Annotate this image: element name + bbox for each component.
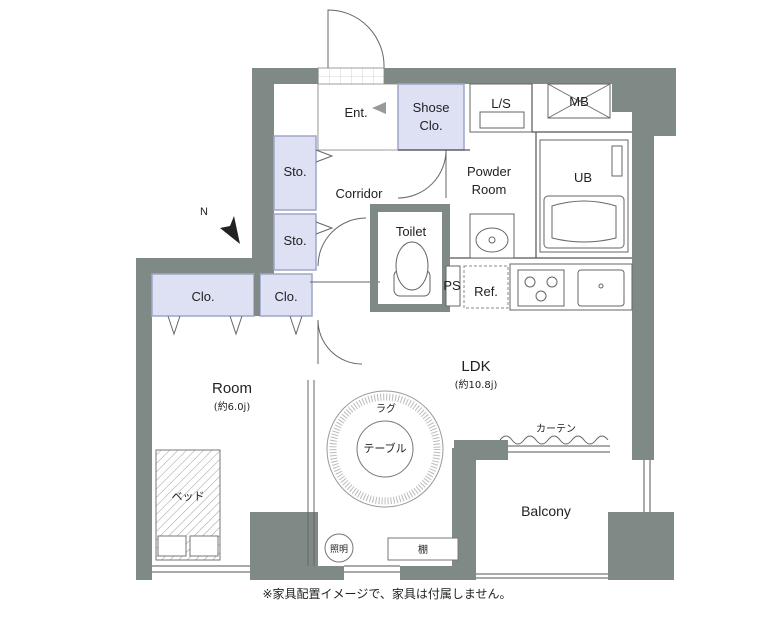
refrigerator bbox=[463, 265, 509, 309]
unit-bath-label: UB bbox=[574, 170, 592, 185]
shoe-closet-label-2: Clo. bbox=[419, 118, 442, 133]
walls bbox=[136, 68, 676, 580]
corridor-label: Corridor bbox=[336, 186, 384, 201]
toilet-room bbox=[370, 204, 450, 312]
closet-1-label: Clo. bbox=[191, 289, 214, 304]
meter-box bbox=[547, 83, 611, 119]
pipe-space-label: PS bbox=[443, 278, 461, 293]
wash-basin bbox=[469, 213, 515, 259]
light-label: 照明 bbox=[330, 544, 348, 555]
doors bbox=[307, 149, 447, 566]
light bbox=[324, 533, 354, 563]
room-label: Room bbox=[212, 380, 252, 397]
windows bbox=[152, 445, 651, 579]
shelf-label: 棚 bbox=[418, 543, 428, 556]
shelf bbox=[387, 537, 459, 561]
balcony-label: Balcony bbox=[521, 503, 571, 519]
ldk-size: (約10.8j) bbox=[455, 378, 498, 391]
toilet-label: Toilet bbox=[396, 224, 427, 239]
closet-2-label: Clo. bbox=[274, 289, 297, 304]
compass-label: N bbox=[200, 206, 208, 218]
shoe-closet-label-1: Shose bbox=[413, 100, 450, 115]
table-label: テーブル bbox=[363, 441, 406, 455]
entrance bbox=[317, 9, 399, 151]
powder-room-label-2: Room bbox=[472, 182, 507, 197]
room-size: (約6.0j) bbox=[214, 400, 251, 413]
rug-table bbox=[326, 390, 444, 508]
closet-doors bbox=[167, 149, 334, 336]
laundry-space bbox=[469, 83, 533, 133]
compass-arrow-icon bbox=[220, 216, 240, 244]
powder-room-label-1: Powder bbox=[467, 164, 512, 179]
storage-1-label: Sto. bbox=[283, 164, 306, 179]
closet-1 bbox=[151, 273, 255, 317]
refrigerator-label: Ref. bbox=[474, 284, 498, 299]
meter-box-label: MB bbox=[569, 94, 589, 109]
storage-2-label: Sto. bbox=[283, 233, 306, 248]
unit-bath bbox=[539, 139, 629, 253]
curtain bbox=[499, 435, 609, 445]
laundry-label: L/S bbox=[491, 96, 511, 111]
ldk-label: LDK bbox=[461, 358, 490, 375]
storage-1 bbox=[273, 135, 317, 211]
furniture-note: ※家具配置イメージで、家具は付属しません。 bbox=[262, 587, 512, 601]
pipe-space bbox=[445, 265, 461, 307]
kitchen bbox=[509, 263, 633, 311]
bed bbox=[155, 449, 221, 561]
storage-2 bbox=[273, 213, 317, 271]
entrance-label: Ent. bbox=[344, 105, 367, 120]
rug-label: ラグ bbox=[376, 402, 396, 415]
curtain-label: カーテン bbox=[536, 423, 576, 435]
bed-label: ベッド bbox=[172, 490, 205, 503]
shoe-closet bbox=[397, 83, 465, 151]
